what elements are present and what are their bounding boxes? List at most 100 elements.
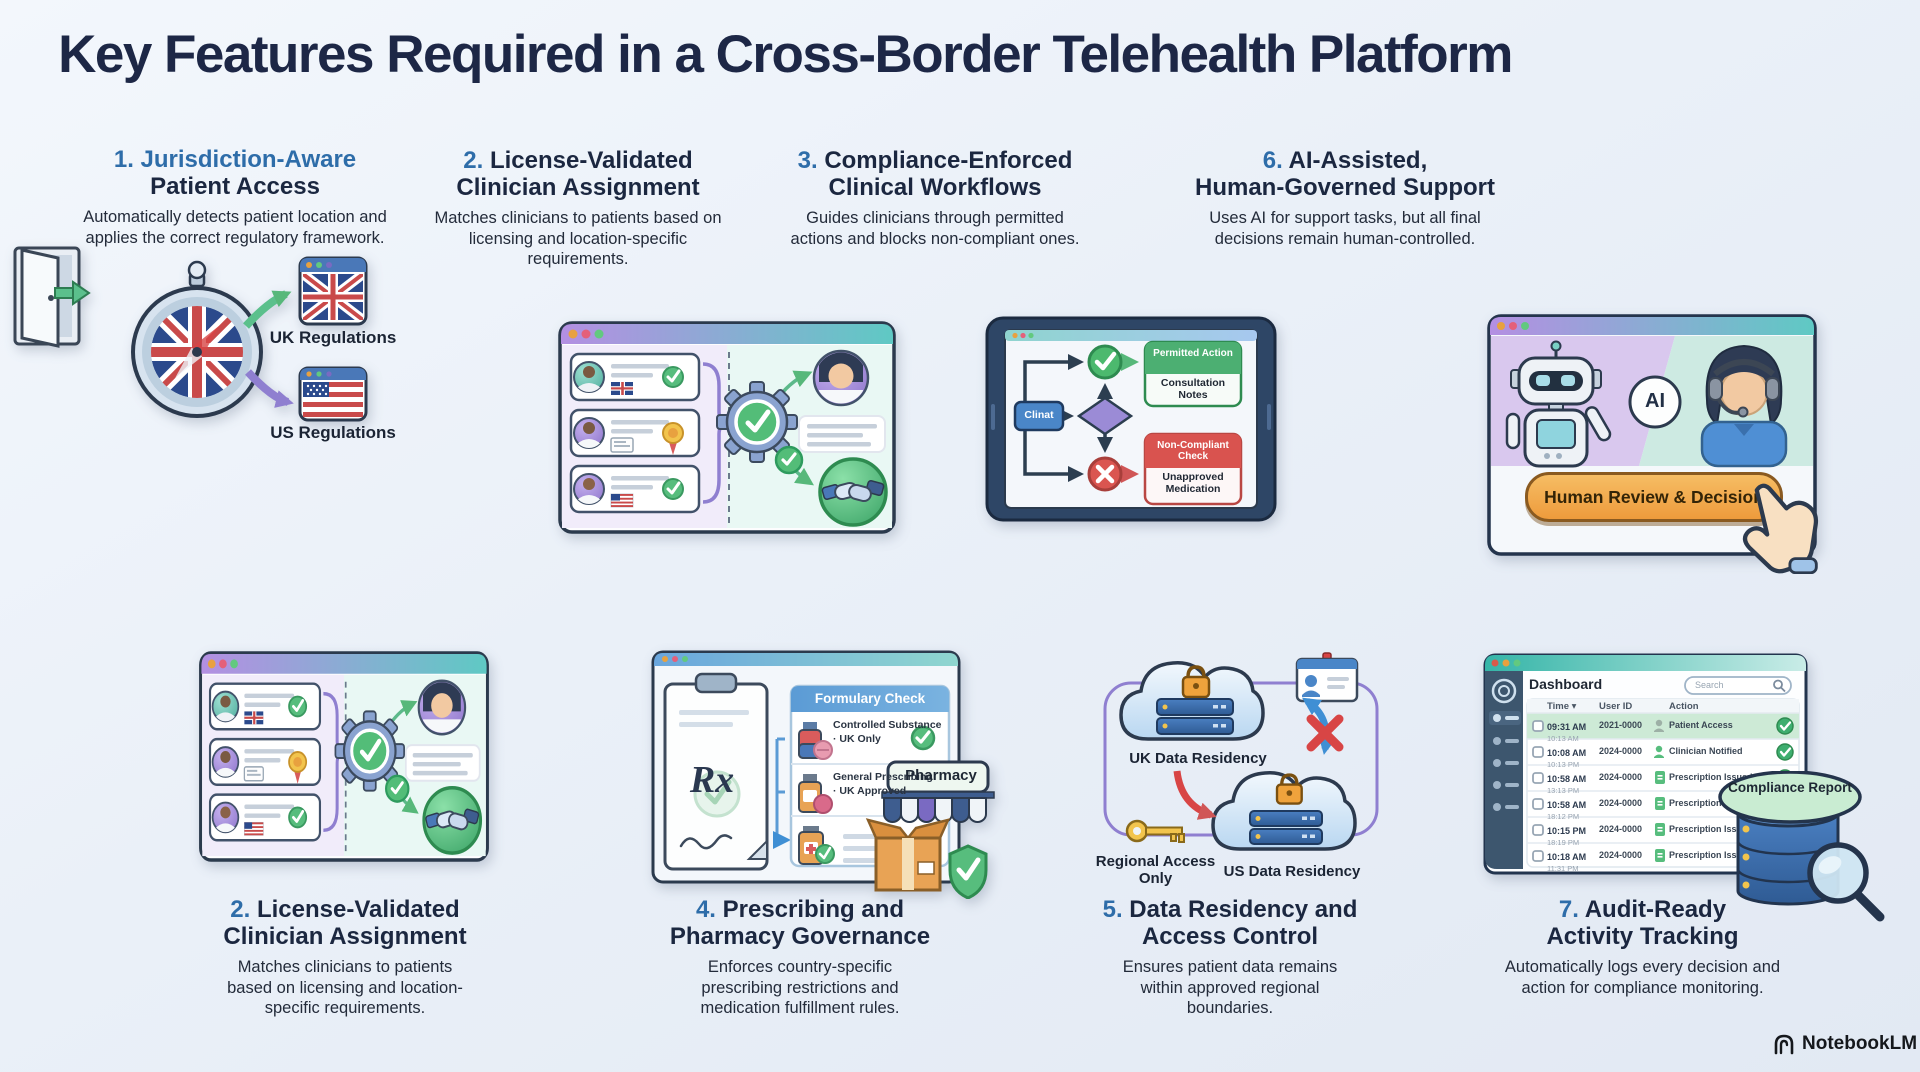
uk-data-residency-label: UK Data Residency bbox=[1129, 750, 1267, 767]
highlighted-row bbox=[1527, 713, 1799, 739]
medication-bottle-icon bbox=[798, 774, 833, 814]
watermark-brand: NotebookLM bbox=[1802, 1033, 1918, 1054]
watermark: NotebookLM bbox=[1772, 1032, 1917, 1056]
panel-heading: 4. Prescribing and Pharmacy Governance bbox=[669, 896, 931, 950]
row-checkboxes bbox=[1532, 720, 1544, 862]
illustration-prescribing: Rx Formulary Check Controlled Substance … bbox=[643, 644, 1008, 900]
panel-description: Guides clinicians through permitted acti… bbox=[790, 208, 1080, 248]
illustration-residency: UK Data Residency US Data Residency Regi… bbox=[1085, 643, 1405, 895]
ai-badge-label: AI bbox=[1645, 390, 1665, 412]
permitted-action-card bbox=[1143, 340, 1243, 408]
column-header-action: Action bbox=[1669, 701, 1699, 712]
rx-symbol: Rx bbox=[689, 759, 735, 801]
search-box bbox=[1684, 676, 1792, 695]
panel-number: 1. bbox=[113, 146, 134, 173]
formulary-row1-note: · UK Only bbox=[833, 733, 881, 745]
clinician-matching-window bbox=[557, 320, 897, 535]
panel-description: Uses AI for support tasks, but all final… bbox=[1209, 208, 1481, 248]
panel-description: Matches clinicians to patients based on … bbox=[434, 208, 722, 269]
arrow-to-uk bbox=[243, 290, 292, 329]
panel-description: Matches clinicians to patients based on … bbox=[227, 957, 463, 1018]
row-action-icons bbox=[1654, 719, 1665, 862]
pharmacy-sign-label: Pharmacy bbox=[905, 767, 977, 784]
uk-cloud-icon bbox=[1119, 661, 1265, 741]
panel-description: Enforces country-specific prescribing re… bbox=[700, 957, 900, 1018]
pharmacy-storefront-icon bbox=[865, 760, 995, 900]
us-flag-window-icon bbox=[298, 366, 368, 422]
panel-heading: 5. Data Residency and Access Control bbox=[1102, 896, 1358, 950]
noncompliant-title: Non-Compliant Check bbox=[1157, 440, 1229, 463]
panel-jurisdiction-text: 1. Jurisdiction-Aware Patient Access Aut… bbox=[55, 146, 415, 248]
formulary-check-header: Formulary Check bbox=[814, 691, 926, 706]
tablet-flowchart-graphic bbox=[985, 316, 1277, 522]
panel-heading: 2. License-Validated Clinician Assignmen… bbox=[223, 896, 467, 950]
dashboard-sidebar bbox=[1485, 671, 1523, 869]
panel-heading: 3. Compliance-Enforced Clinical Workflow… bbox=[797, 147, 1073, 201]
rx-clipboard-icon bbox=[663, 672, 769, 871]
search-icon bbox=[1773, 679, 1786, 693]
human-review-decision-button: Human Review & Decision bbox=[1525, 472, 1783, 522]
regional-access-label: Regional Access Only bbox=[1095, 853, 1216, 888]
hand-cursor-icon bbox=[1742, 483, 1819, 574]
prescribing-graphic bbox=[651, 650, 995, 900]
panel-workflows-text: 3. Compliance-Enforced Clinical Workflow… bbox=[772, 147, 1098, 249]
uk-regulations-label: UK Regulations bbox=[269, 328, 397, 347]
noncompliant-detail: Unapproved Medication bbox=[1162, 471, 1224, 495]
decision-diamond-icon bbox=[1076, 396, 1134, 436]
noncompliant-card bbox=[1143, 432, 1243, 506]
panel-heading: 1. Jurisdiction-Aware Patient Access bbox=[113, 146, 357, 200]
illustration-audit: Dashboard Search Time ▾ User ID Action 0… bbox=[1483, 653, 1893, 922]
jurisdiction-illustration-graphic bbox=[13, 246, 368, 422]
us-data-residency-label: US Data Residency bbox=[1223, 863, 1361, 880]
dashboard-title: Dashboard bbox=[1529, 676, 1603, 692]
flow-start-node bbox=[1013, 400, 1065, 432]
flow-start-label: Clinat bbox=[1024, 409, 1054, 421]
compliance-report-label: Compliance Report bbox=[1728, 780, 1852, 795]
page-title: Key Features Required in a Cross-Border … bbox=[58, 25, 1513, 84]
us-regulations-label: US Regulations bbox=[270, 423, 396, 442]
data-residency-graphic bbox=[1103, 652, 1379, 851]
column-header-time: Time ▾ bbox=[1547, 701, 1577, 712]
compliance-report-icon bbox=[1718, 771, 1885, 922]
medication-bottle-icon bbox=[798, 722, 833, 760]
us-cloud-icon bbox=[1211, 771, 1357, 851]
blocked-x-icon bbox=[1306, 714, 1344, 752]
illustration-jurisdiction: UK Regulations US Regulations bbox=[0, 240, 480, 475]
panel-residency-text: 5. Data Residency and Access Control Ens… bbox=[1060, 896, 1400, 1019]
illustration-license-bottom bbox=[198, 650, 490, 863]
blocked-transfer-arrow bbox=[1302, 697, 1337, 755]
audit-dashboard-window bbox=[1483, 653, 1808, 875]
illustration-ai-support: AI Human Review & Decision bbox=[1487, 314, 1827, 579]
ai-badge-circle bbox=[1628, 375, 1682, 429]
support-agent-icon bbox=[1700, 344, 1788, 468]
clinician-matching-window bbox=[198, 650, 490, 863]
panel-description: Automatically logs every decision and ac… bbox=[1504, 957, 1781, 997]
panel-license-bottom-text: 2. License-Validated Clinician Assignmen… bbox=[170, 896, 520, 1019]
panel-heading: 6. AI-Assisted, Human-Governed Support bbox=[1194, 147, 1495, 201]
panel-license-top-text: 2. License-Validated Clinician Assignmen… bbox=[420, 147, 736, 270]
medication-bottle-icon bbox=[798, 826, 835, 865]
magnifier-icon bbox=[1807, 842, 1885, 922]
formulary-row1-name: Controlled Substance bbox=[833, 719, 942, 731]
panel-description: Ensures patient data remains within appr… bbox=[1122, 957, 1338, 1018]
key-icon bbox=[1125, 819, 1185, 843]
panel-description: Automatically detects patient location a… bbox=[83, 207, 387, 247]
search-placeholder: Search bbox=[1695, 680, 1724, 690]
permitted-action-detail: Consultation Notes bbox=[1160, 377, 1226, 401]
arrow-to-us bbox=[245, 369, 294, 408]
compass-uk-icon bbox=[131, 260, 263, 418]
notebooklm-logo-icon bbox=[1774, 1034, 1794, 1055]
panel-audit-text: 7. Audit-Ready Activity Tracking Automat… bbox=[1470, 896, 1815, 998]
shield-check-icon bbox=[948, 844, 988, 900]
column-header-user: User ID bbox=[1599, 701, 1633, 712]
robot-icon bbox=[1505, 340, 1612, 468]
illustration-workflows: Clinat Permitted Action Consultation Not… bbox=[985, 316, 1277, 524]
panel-heading: 7. Audit-Ready Activity Tracking bbox=[1546, 896, 1739, 950]
formulary-row2-name: General Prescribing bbox=[833, 771, 933, 783]
